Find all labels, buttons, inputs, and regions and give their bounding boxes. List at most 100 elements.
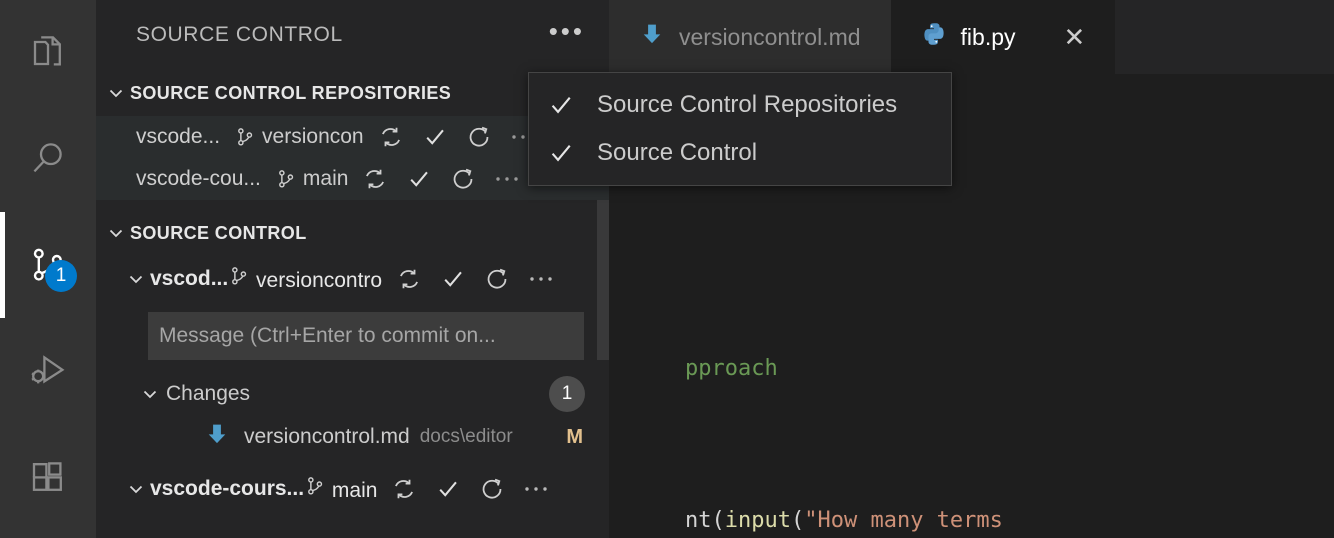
code-token: "How many terms bbox=[804, 508, 1017, 533]
repository-actions bbox=[362, 166, 520, 192]
changes-group-header[interactable]: Changes 1 bbox=[96, 372, 609, 416]
more-icon[interactable] bbox=[523, 483, 549, 495]
code-text: pproach bbox=[685, 356, 778, 381]
repository-list: vscode... versioncon bbox=[96, 116, 609, 200]
sidebar-scrollbar[interactable] bbox=[597, 200, 609, 360]
view-options-context-menu: Source Control Repositories Source Contr… bbox=[528, 72, 952, 186]
editor-tab-bar: versioncontrol.md fib.py ✕ bbox=[609, 0, 1334, 74]
refresh-icon[interactable] bbox=[479, 476, 505, 502]
more-icon[interactable] bbox=[494, 173, 520, 185]
sync-icon[interactable] bbox=[362, 166, 388, 192]
python-icon bbox=[921, 21, 947, 53]
changes-label: Changes bbox=[166, 382, 251, 405]
check-icon bbox=[547, 91, 591, 119]
code-editor[interactable]: pproach nt(input("How many terms 3 4 # W… bbox=[609, 118, 1334, 538]
file-status-badge: M bbox=[566, 425, 583, 448]
markdown-icon bbox=[204, 421, 230, 453]
editor-area: versioncontrol.md fib.py ✕ de-course-sam… bbox=[609, 0, 1334, 538]
activity-item-search[interactable] bbox=[0, 106, 96, 212]
section-header-source-control[interactable]: SOURCE CONTROL bbox=[96, 210, 609, 256]
refresh-icon[interactable] bbox=[466, 124, 492, 150]
chevron-down-icon bbox=[136, 380, 164, 408]
code-token: nt( bbox=[685, 508, 725, 533]
branch-name: versioncontro bbox=[256, 269, 383, 292]
check-icon[interactable] bbox=[422, 124, 448, 150]
activity-item-extensions[interactable] bbox=[0, 424, 96, 530]
git-branch-icon bbox=[304, 475, 326, 497]
tab-versioncontrol-md[interactable]: versioncontrol.md bbox=[609, 0, 891, 74]
source-control-badge: 1 bbox=[45, 260, 77, 292]
check-icon[interactable] bbox=[440, 266, 466, 292]
scm-repo-name: vscode-cours... bbox=[150, 477, 305, 500]
changes-count-badge: 1 bbox=[549, 376, 585, 412]
activity-item-source-control[interactable]: 1 bbox=[0, 212, 96, 318]
repository-name: vscode... bbox=[136, 125, 221, 148]
commit-message-input[interactable] bbox=[159, 324, 573, 348]
section-header-repositories-label: SOURCE CONTROL REPOSITORIES bbox=[130, 82, 452, 103]
code-line: pproach bbox=[609, 350, 1334, 388]
check-icon[interactable] bbox=[435, 476, 461, 502]
refresh-icon[interactable] bbox=[450, 166, 476, 192]
sidebar-more-actions-button[interactable]: ••• bbox=[548, 16, 585, 46]
chevron-down-icon bbox=[102, 79, 130, 107]
extensions-icon bbox=[24, 453, 72, 501]
menu-item-label: Source Control Repositories bbox=[597, 91, 898, 118]
repository-row-1[interactable]: vscode... versioncon bbox=[96, 116, 609, 158]
menu-item-source-control-repositories[interactable]: Source Control Repositories bbox=[529, 81, 951, 129]
section-header-source-control-label: SOURCE CONTROL bbox=[130, 222, 307, 243]
sync-icon[interactable] bbox=[391, 476, 417, 502]
git-branch-icon bbox=[234, 126, 256, 148]
chevron-down-icon bbox=[102, 219, 130, 247]
scm-repo-name: vscod... bbox=[150, 267, 229, 290]
tab-label: versioncontrol.md bbox=[679, 23, 861, 50]
branch-indicator[interactable]: main bbox=[275, 167, 348, 191]
check-icon bbox=[547, 139, 591, 167]
chevron-down-icon[interactable] bbox=[122, 475, 150, 503]
branch-indicator[interactable]: versioncon bbox=[234, 125, 364, 149]
code-token: input bbox=[724, 508, 791, 533]
source-control-sidebar: SOURCE CONTROL ••• SOURCE CONTROL REPOSI… bbox=[96, 0, 609, 538]
branch-indicator[interactable]: main bbox=[304, 475, 377, 503]
source-control-section: SOURCE CONTROL vscod... versioncontro bbox=[96, 210, 609, 512]
git-branch-icon bbox=[228, 265, 250, 287]
code-token: ( bbox=[790, 508, 805, 533]
menu-item-label: Source Control bbox=[597, 139, 758, 166]
code-line bbox=[609, 232, 1334, 236]
close-icon[interactable]: ✕ bbox=[1063, 22, 1086, 52]
check-icon[interactable] bbox=[406, 166, 432, 192]
repository-actions bbox=[391, 476, 549, 502]
activity-bar: 1 bbox=[0, 0, 96, 538]
sidebar-title-bar: SOURCE CONTROL ••• bbox=[96, 0, 609, 70]
menu-item-source-control[interactable]: Source Control bbox=[529, 129, 951, 177]
tab-label: fib.py bbox=[960, 23, 1016, 50]
branch-indicator[interactable]: versioncontro bbox=[228, 265, 382, 293]
run-debug-icon bbox=[24, 347, 72, 395]
git-branch-icon bbox=[275, 168, 297, 190]
branch-name: main bbox=[331, 479, 378, 502]
chevron-down-icon[interactable] bbox=[122, 265, 150, 293]
scm-repo-header-2[interactable]: vscode-cours... main bbox=[96, 466, 609, 512]
sync-icon[interactable] bbox=[396, 266, 422, 292]
branch-name: versioncon bbox=[262, 125, 364, 148]
changed-file-name: versioncontrol.md bbox=[244, 425, 410, 448]
repository-name: vscode-cou... bbox=[136, 167, 261, 190]
commit-message-box[interactable] bbox=[148, 312, 584, 360]
activity-item-run-and-debug[interactable] bbox=[0, 318, 96, 424]
repository-actions bbox=[396, 266, 554, 292]
repository-row-2[interactable]: vscode-cou... main bbox=[96, 158, 609, 200]
sync-icon[interactable] bbox=[378, 124, 404, 150]
repository-actions bbox=[378, 124, 536, 150]
code-line: nt(input("How many terms bbox=[609, 502, 1334, 538]
tab-fib-py[interactable]: fib.py ✕ bbox=[890, 0, 1116, 74]
sidebar-title: SOURCE CONTROL bbox=[136, 23, 343, 46]
changed-file-row[interactable]: versioncontrol.md docs\editor M bbox=[96, 416, 609, 458]
more-icon[interactable] bbox=[528, 273, 554, 285]
scm-repo-header-1[interactable]: vscod... versioncontro bbox=[96, 256, 609, 302]
files-icon bbox=[24, 29, 72, 77]
section-header-repositories[interactable]: SOURCE CONTROL REPOSITORIES bbox=[96, 70, 609, 116]
activity-item-explorer[interactable] bbox=[0, 0, 96, 106]
changed-file-path: docs\editor bbox=[419, 426, 513, 447]
refresh-icon[interactable] bbox=[484, 266, 510, 292]
code-text: nt(input("How many terms bbox=[685, 502, 1016, 538]
search-icon bbox=[24, 135, 72, 183]
